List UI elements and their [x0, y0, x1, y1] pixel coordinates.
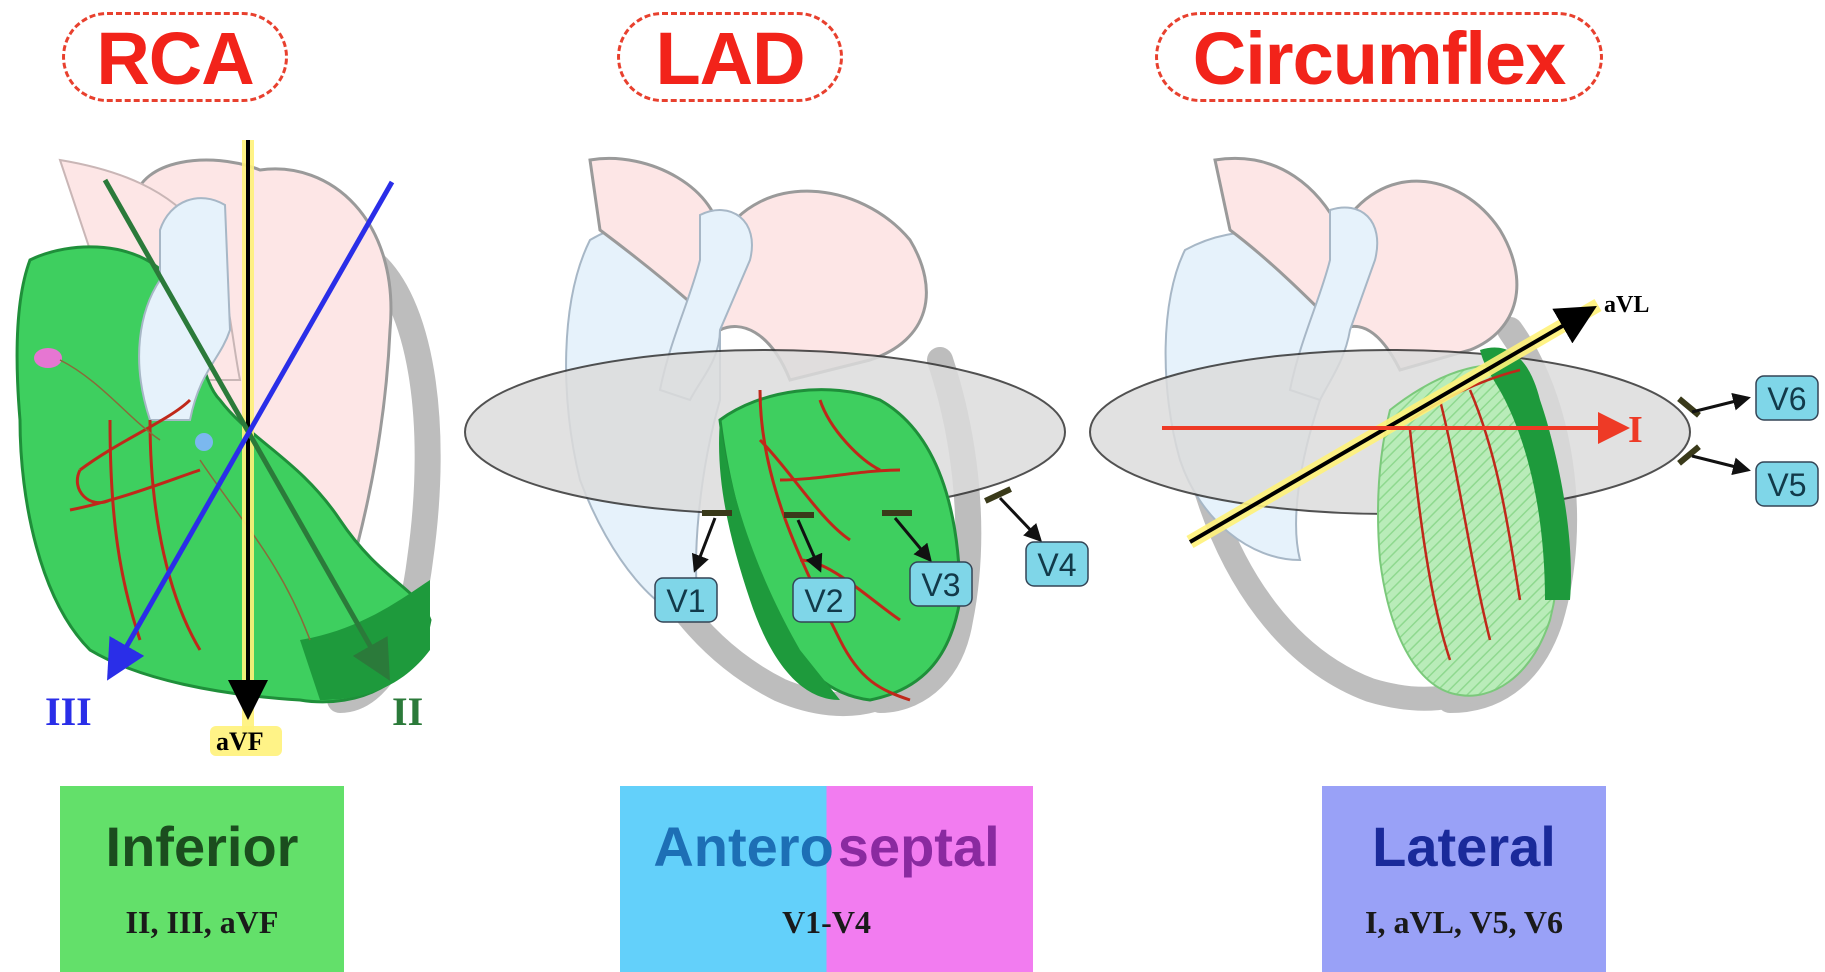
svg-text:V5: V5: [1767, 467, 1806, 503]
lead-II-label: II: [392, 689, 423, 734]
lead-aVF-label: aVF: [216, 727, 264, 756]
inferior-region-box: Inferior II, III, aVF: [60, 786, 344, 972]
svg-text:V3: V3: [921, 567, 960, 603]
electrode-V4: V4: [1026, 542, 1088, 586]
svg-text:V1: V1: [666, 583, 705, 619]
svg-text:V4: V4: [1037, 547, 1076, 583]
lead-I-label: I: [1628, 409, 1643, 451]
lead-III-label: III: [45, 689, 92, 734]
region-label-antero: Antero: [653, 815, 833, 878]
circumflex-heart: [1090, 158, 1748, 700]
electrode-V5: V5: [1756, 462, 1818, 506]
electrode-V1: V1: [655, 578, 717, 622]
svg-text:V2: V2: [804, 583, 843, 619]
region-leads-lateral: I, aVL, V5, V6: [1322, 904, 1606, 941]
anteroseptal-region-box: Anteroseptal V1-V4: [620, 786, 1033, 972]
electrode-V2: V2: [793, 578, 855, 622]
region-leads-anteroseptal: V1-V4: [620, 904, 1033, 941]
lead-aVL-label: aVL: [1604, 292, 1649, 318]
region-label-lateral: Lateral: [1322, 814, 1606, 879]
region-leads-inferior: II, III, aVF: [60, 904, 344, 941]
rca-heart: [17, 140, 430, 740]
electrode-V6: V6: [1756, 376, 1818, 420]
electrode-V3: V3: [910, 562, 972, 606]
region-label-inferior: Inferior: [60, 814, 344, 879]
region-label-septal: septal: [838, 815, 1000, 878]
region-label-anteroseptal: Anteroseptal: [620, 814, 1033, 879]
svg-text:V6: V6: [1767, 381, 1806, 417]
lad-heart: [465, 158, 1065, 704]
lateral-region-box: Lateral I, aVL, V5, V6: [1322, 786, 1606, 972]
